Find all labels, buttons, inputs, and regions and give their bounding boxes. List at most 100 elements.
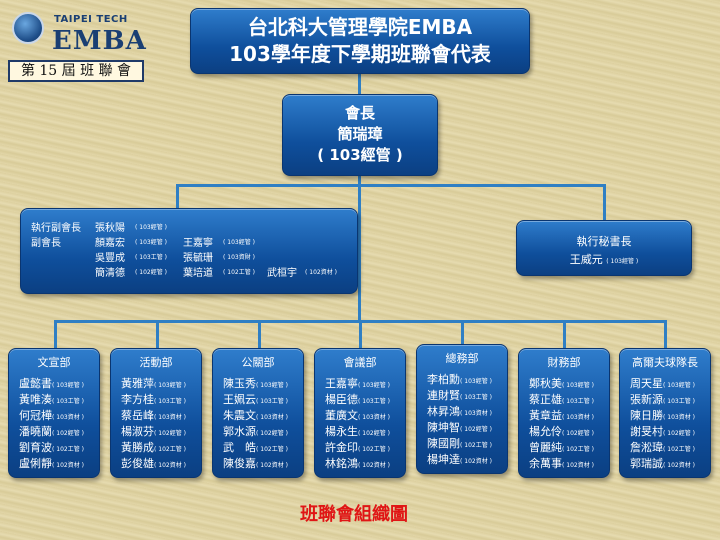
member-class: ( 103資材 ) (52, 414, 84, 421)
dept-member: 潘曉蘭( 102經管 ) (9, 425, 99, 441)
member-class: ( 102工管 ) (562, 446, 594, 453)
member-class: ( 102經管 ) (460, 426, 492, 433)
member-name: 陳國剛 (427, 437, 460, 450)
dept-member: 陳玉秀( 103經管 ) (213, 377, 303, 393)
member-class: ( 103資材 ) (460, 410, 492, 417)
dept-member: 郭水源( 102經管 ) (213, 425, 303, 441)
secretary-name: 王威元 (569, 253, 603, 266)
member-class: ( 102工管 ) (154, 446, 186, 453)
member-name: 謝旻村 (630, 425, 663, 438)
member-class: ( 103資材 ) (562, 414, 594, 421)
dept-member: 鄭秋美( 103經管 ) (519, 377, 609, 393)
member-class: ( 103工管 ) (663, 398, 695, 405)
dept-member: 彭俊雄( 102資材 ) (111, 457, 201, 473)
member-class: ( 102資材 ) (460, 458, 492, 465)
dept-member: 李方桂( 103工管 ) (111, 393, 201, 409)
secretary-box: 執行秘書長 王威元 ( 103經管 ) (516, 220, 692, 276)
member-class: ( 102工管 ) (460, 442, 492, 449)
member-class: ( 103經管 ) (663, 382, 695, 389)
member-class: ( 102經管 ) (358, 430, 390, 437)
dept-member: 許金印( 102工管 ) (315, 441, 405, 457)
dept-member: 朱震文( 103資材 ) (213, 409, 303, 425)
vice-member-class: ( 102資材 ) (305, 269, 337, 276)
member-name: 詹淞瑋 (630, 441, 663, 454)
member-name: 盧懿書 (19, 377, 52, 390)
dept-name: 總務部 (445, 352, 479, 365)
member-class: ( 103資材 ) (663, 414, 695, 421)
member-name: 楊坤達 (427, 453, 460, 466)
member-name: 郭瑞誠 (630, 457, 663, 470)
dept-member: 黃唯湊( 103工管 ) (9, 393, 99, 409)
member-name: 蔡岳峰 (121, 409, 154, 422)
member-name: 董廣文 (325, 409, 358, 422)
member-class: ( 102資材 ) (562, 462, 594, 469)
dept-member: 盧俐靜( 102資材 ) (9, 457, 99, 473)
dept-name: 財務部 (547, 356, 581, 369)
secretary-entry: 王威元 ( 103經管 ) (517, 251, 691, 271)
member-name: 楊允伶 (529, 425, 562, 438)
exec-vice-class: ( 103經管 ) (135, 224, 167, 231)
dept-member: 董廣文( 103資材 ) (315, 409, 405, 425)
exec-vice-name: 張秋陽 (95, 223, 125, 234)
member-name: 楊永生 (325, 425, 358, 438)
dept-member: 余萬事( 102資材 ) (519, 457, 609, 473)
member-class: ( 103工管 ) (52, 398, 84, 405)
vice-member-name: 武桓宇 (267, 268, 297, 279)
member-class: ( 103工管 ) (562, 398, 594, 405)
member-name: 黃勝成 (121, 441, 154, 454)
member-class: ( 102工管 ) (358, 446, 390, 453)
member-name: 武 皓 (223, 441, 256, 454)
member-name: 張新源 (630, 393, 663, 406)
connector-dept-7 (664, 320, 667, 348)
connector-dept-2 (156, 320, 159, 348)
member-class: ( 102工管 ) (256, 446, 288, 453)
member-class: ( 102經管 ) (52, 430, 84, 437)
member-name: 許金印 (325, 441, 358, 454)
dept-member: 楊臣德( 103工管 ) (315, 393, 405, 409)
connector-dept-3 (258, 320, 261, 348)
member-name: 曾麗純 (529, 441, 562, 454)
dept-member: 周天星( 103經管 ) (620, 377, 710, 393)
dept-name: 文宣部 (37, 356, 71, 369)
dept-member: 張新源( 103工管 ) (620, 393, 710, 409)
member-class: ( 103資材 ) (358, 414, 390, 421)
vice-role: 副會長 (31, 238, 61, 249)
vice-member-name: 葉培道 (183, 268, 213, 279)
member-name: 黃章益 (529, 409, 562, 422)
member-class: ( 103經管 ) (256, 382, 288, 389)
chart-caption: 班聯會組織圖 (300, 504, 408, 525)
member-name: 李方桂 (121, 393, 154, 406)
dept-member: 陳日勝( 103資材 ) (620, 409, 710, 425)
member-name: 連財賢 (427, 389, 460, 402)
connector-president-down (358, 176, 361, 186)
title-box: 台北科大管理學院EMBA 103學年度下學期班聯會代表 (190, 8, 530, 74)
president-name: 簡瑞璋 (337, 125, 383, 143)
member-name: 黃唯湊 (19, 393, 52, 406)
dept-member: 王嘉寧( 103經管 ) (315, 377, 405, 393)
vice-member-name: 簡清德 (95, 268, 125, 279)
dept-member: 李柏勳( 103經管 ) (417, 373, 507, 389)
dept-name: 高爾夫球隊長 (632, 356, 698, 369)
connector-dept-6 (563, 320, 566, 348)
dept-member: 蔡正雄( 103工管 ) (519, 393, 609, 409)
member-name: 盧俐靜 (19, 457, 52, 470)
dept-box-public-relations: 公關部 陳玉秀( 103經管 ) 王姵云( 103工管 ) 朱震文( 103資材… (212, 348, 304, 478)
dept-member: 武 皓( 102工管 ) (213, 441, 303, 457)
member-name: 潘曉蘭 (19, 425, 52, 438)
member-name: 陳日勝 (630, 409, 663, 422)
member-name: 楊臣德 (325, 393, 358, 406)
dept-member: 蔡岳峰( 103資材 ) (111, 409, 201, 425)
member-class: ( 103工管 ) (460, 394, 492, 401)
member-name: 陳俊嘉 (223, 457, 256, 470)
member-name: 王嘉寧 (325, 377, 358, 390)
member-class: ( 102資材 ) (358, 462, 390, 469)
member-class: ( 103經管 ) (154, 382, 186, 389)
member-class: ( 102工管 ) (52, 446, 84, 453)
dept-member: 林銘鴻( 102資材 ) (315, 457, 405, 473)
dept-box-activities: 活動部 黃雅萍( 103經管 ) 李方桂( 103工管 ) 蔡岳峰( 103資材… (110, 348, 202, 478)
member-name: 劉育波 (19, 441, 52, 454)
dept-box-publicity: 文宣部 盧懿書( 103經管 ) 黃唯湊( 103工管 ) 何冠樺( 103資材… (8, 348, 100, 478)
vice-member-name: 吳豐成 (95, 253, 125, 264)
dept-name: 活動部 (139, 356, 173, 369)
member-class: ( 102資材 ) (256, 462, 288, 469)
